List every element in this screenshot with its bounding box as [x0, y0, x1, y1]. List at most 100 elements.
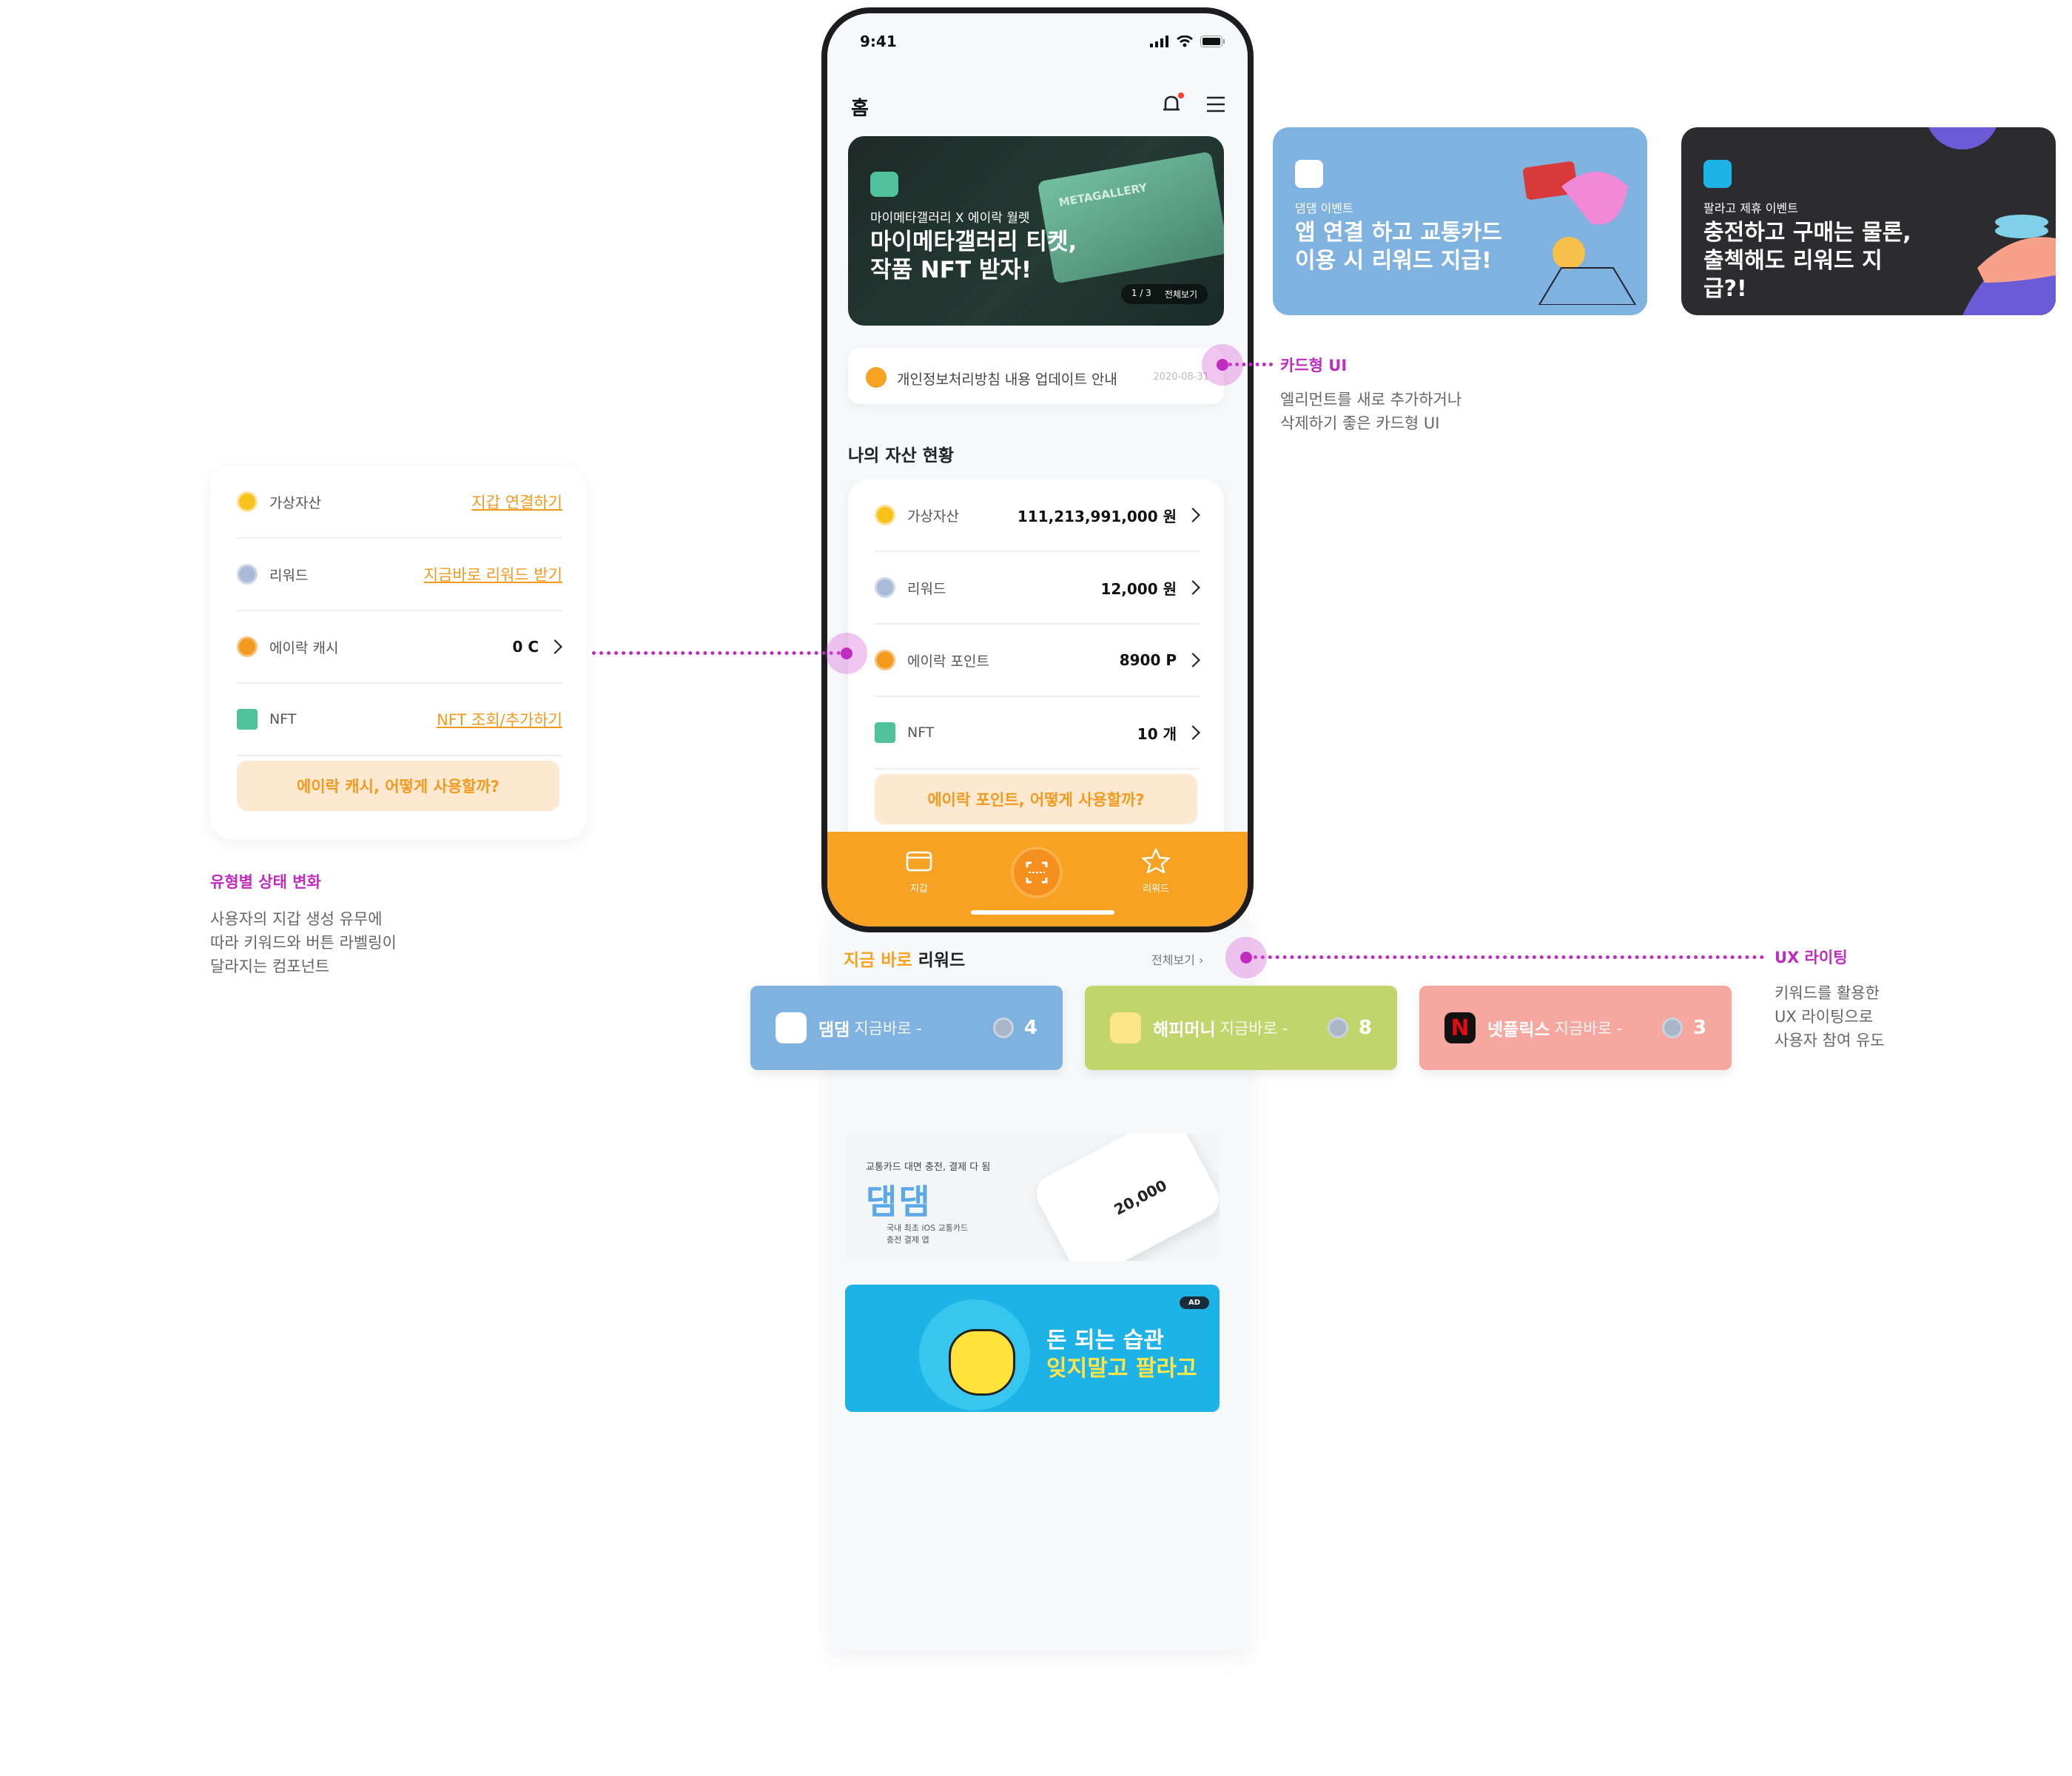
- chevron-right-icon: [548, 639, 562, 654]
- chevron-right-icon: [1185, 653, 1200, 667]
- hero-view-all[interactable]: 전체보기: [1164, 289, 1197, 300]
- menu-icon[interactable]: [1205, 95, 1227, 114]
- event-title: 충전하고 구매는 물론, 출첵해도 리워드 지급?!: [1703, 220, 1911, 302]
- notice-card[interactable]: 개인정보처리방침 내용 업데이트 안내 2020-08-31: [848, 348, 1224, 404]
- netflix-app-icon: N: [1444, 1012, 1476, 1043]
- reward-count: 8: [1358, 1017, 1372, 1039]
- happymoney-app-icon: [1110, 1012, 1141, 1043]
- connect-wallet-link[interactable]: 지갑 연결하기: [471, 494, 562, 511]
- damdam-ad-banner[interactable]: 교통카드 대면 충전, 결제 다 됨 댐댐 국내 최초 iOS 교통카드 충전 …: [845, 1134, 1220, 1261]
- annotation-marker: [1225, 937, 1267, 978]
- rewards-title-highlight: 지금 바로: [844, 951, 912, 970]
- note-title: 카드형 UI: [1280, 357, 1348, 374]
- signal-icon: [1150, 36, 1168, 47]
- note-line: 사용자의 지갑 생성 유무에: [210, 910, 383, 928]
- asset-row-reward[interactable]: 리워드 12,000 원: [875, 552, 1200, 625]
- reward-card-happymoney[interactable]: 해피머니 지금바로 - 8: [1085, 986, 1397, 1070]
- connector-line: [1228, 363, 1273, 366]
- variant-row-reward[interactable]: 리워드 지금바로 리워드 받기: [237, 539, 562, 611]
- cash-usage-button[interactable]: 에이락 캐시, 어떻게 사용할까?: [237, 761, 559, 811]
- hero-subtitle: 마이메타갤러리 X 에이락 월렛: [870, 211, 1030, 226]
- reward-name: 해피머니: [1153, 1020, 1216, 1040]
- annotation-marker: [1202, 344, 1243, 386]
- coin-icon: [237, 491, 258, 512]
- character-illustration: [949, 1329, 1015, 1396]
- note-body: 엘리먼트를 새로 추가하거나 삭제하기 좋은 카드형 UI: [1280, 388, 1591, 435]
- point-usage-button[interactable]: 에이락 포인트, 어떻게 사용할까?: [875, 774, 1197, 824]
- connector-line: [592, 651, 841, 655]
- tab-reward-label: 리워드: [1143, 884, 1169, 895]
- reward-name: 넷플릭스: [1487, 1020, 1550, 1040]
- asset-value: 8900 P: [1119, 651, 1177, 669]
- tab-reward[interactable]: 리워드: [1126, 847, 1185, 895]
- reward-card-damdam[interactable]: 댐댐 지금바로 - 4: [750, 986, 1063, 1070]
- notice-text: 개인정보처리방침 내용 업데이트 안내: [897, 371, 1117, 388]
- page-title: 홈: [851, 98, 869, 120]
- get-reward-link[interactable]: 지금바로 리워드 받기: [423, 566, 562, 584]
- reward-count: 3: [1692, 1017, 1706, 1039]
- tab-wallet-label: 지갑: [910, 884, 928, 895]
- variant-label: NFT: [269, 711, 297, 727]
- hero-banner[interactable]: METAGALLERY 마이메타갤러리 X 에이락 월렛 마이메타갤러리 티켓,…: [848, 136, 1224, 326]
- event-card-damdam[interactable]: 댐댐 이벤트 앱 연결 하고 교통카드 이용 시 리워드 지급!: [1273, 127, 1647, 315]
- palrago-ad-banner[interactable]: AD 돈 되는 습관 잊지말고 팔라고: [845, 1285, 1220, 1412]
- asset-value: 12,000 원: [1100, 579, 1177, 598]
- tab-wallet[interactable]: 지갑: [889, 848, 949, 895]
- note-body: 키워드를 활용한 UX 라이팅으로 사용자 참여 유도: [1775, 981, 2019, 1052]
- note-line: 따라 키워드와 버튼 라벨링이: [210, 934, 397, 952]
- note-title: UX 라이팅: [1775, 949, 1848, 966]
- event-illustration: [1928, 127, 2056, 315]
- ad-small-text: 국내 최초 iOS 교통카드 충전 결제 앱: [887, 1223, 969, 1245]
- nft-icon: [875, 722, 895, 743]
- megaphone-icon: [866, 367, 887, 388]
- ad-subtitle: 교통카드 대면 충전, 결제 다 됨: [866, 1162, 991, 1173]
- chevron-right-icon: [1185, 580, 1200, 595]
- reward-sub: 지금바로 -: [1220, 1020, 1288, 1037]
- hero-pager[interactable]: 1 / 3 전체보기: [1120, 284, 1208, 304]
- variant-row-cash[interactable]: 에이락 캐시 0 C: [237, 611, 562, 684]
- variant-row-crypto[interactable]: 가상자산 지갑 연결하기: [237, 466, 562, 539]
- note-title: 유형별 상태 변화: [210, 873, 321, 891]
- coin-icon: [875, 577, 895, 598]
- asset-value: 10 개: [1137, 724, 1177, 743]
- scan-button[interactable]: [1011, 847, 1063, 898]
- ad-badge: AD: [1179, 1296, 1209, 1309]
- bell-icon[interactable]: [1159, 92, 1184, 117]
- mockup-amount: 20,000: [1111, 1176, 1170, 1219]
- asset-row-point[interactable]: 에이락 포인트 8900 P: [875, 625, 1200, 697]
- damdam-logo: 댐댐: [866, 1182, 932, 1222]
- note-card-ui: 카드형 UI 엘리먼트를 새로 추가하거나 삭제하기 좋은 카드형 UI: [1280, 354, 1591, 435]
- variant-label: 리워드: [269, 567, 309, 584]
- note-line: 키워드를 활용한: [1775, 984, 1880, 1002]
- event-sub: 팔라고 제휴 이벤트: [1703, 201, 1798, 215]
- coin-icon: [237, 564, 258, 585]
- nft-icon: [237, 709, 258, 730]
- event-illustration: [1523, 161, 1637, 305]
- rewards-title: 지금 바로 리워드: [844, 946, 965, 971]
- variant-row-nft[interactable]: NFT NFT 조회/추가하기: [237, 684, 562, 756]
- coin-icon: [875, 505, 895, 525]
- asset-label: 리워드: [907, 580, 946, 597]
- asset-card-variant: 가상자산 지갑 연결하기 리워드 지금바로 리워드 받기 에이락 캐시 0 C …: [210, 466, 586, 839]
- rewards-view-all[interactable]: 전체보기 ›: [1151, 953, 1204, 967]
- asset-row-nft[interactable]: NFT 10 개: [875, 697, 1200, 770]
- metagallery-logo-icon: [870, 172, 898, 197]
- nft-add-link[interactable]: NFT 조회/추가하기: [437, 711, 562, 729]
- coin-icon: [992, 1018, 1014, 1038]
- variant-value: 0 C: [512, 638, 539, 656]
- reward-card-netflix[interactable]: N 넷플릭스 지금바로 - 3: [1419, 986, 1732, 1070]
- rewards-view-all-label: 전체보기: [1151, 953, 1195, 967]
- phone-frame: 9:41 홈 METAGALLERY 마이메타갤러리 X 에이락 월렛 마이메타…: [821, 7, 1254, 932]
- ad-line-2: 잊지말고 팔라고: [1046, 1356, 1197, 1382]
- asset-row-crypto[interactable]: 가상자산 111,213,991,000 원: [875, 480, 1200, 552]
- phone-mockup-image: 20,000: [1029, 1134, 1220, 1261]
- battery-icon: [1200, 36, 1225, 47]
- note-ux-writing: UX 라이팅 키워드를 활용한 UX 라이팅으로 사용자 참여 유도: [1775, 946, 2019, 1052]
- event-card-palrago[interactable]: 팔라고 제휴 이벤트 충전하고 구매는 물론, 출첵해도 리워드 지급?!: [1681, 127, 2056, 315]
- coin-icon: [875, 650, 895, 670]
- wifi-icon: [1177, 36, 1193, 47]
- note-line: 엘리먼트를 새로 추가하거나: [1280, 391, 1462, 408]
- star-icon: [1141, 847, 1171, 875]
- event-title: 앱 연결 하고 교통카드 이용 시 리워드 지급!: [1295, 220, 1502, 274]
- damdam-app-icon: [1295, 160, 1323, 188]
